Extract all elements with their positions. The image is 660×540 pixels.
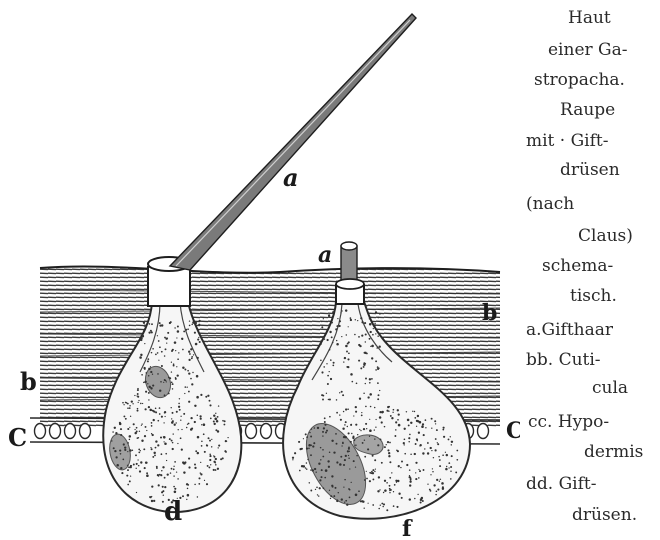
caption-line: dermis: [584, 442, 643, 462]
caption-line: stropacha.: [534, 70, 625, 90]
caption-line: bb. Cuti-: [526, 350, 601, 370]
caption-line: (nach: [526, 194, 574, 214]
caption-line: mit · Gift-: [526, 131, 609, 151]
caption-line: cula: [592, 378, 628, 398]
caption-line: Haut: [568, 8, 611, 28]
label-c-right: C: [506, 418, 520, 444]
skin-diagram: a a b b C C d f: [0, 0, 520, 536]
label-d-left: d: [164, 497, 182, 527]
caption-line: einer Ga-: [548, 40, 628, 60]
label-b-left: b: [20, 367, 37, 396]
caption-line: dd. Gift-: [526, 474, 596, 494]
poison-hair-long: [170, 14, 416, 270]
caption-line: drüsen.: [572, 505, 637, 525]
caption-line: tisch.: [570, 286, 617, 306]
label-a-hair: a: [283, 163, 299, 192]
label-b-right: b: [482, 300, 497, 326]
caption-line: a.Gifthaar: [526, 320, 613, 340]
diagram-svg: a a b b C C d f: [0, 0, 520, 536]
label-a-short: a: [318, 242, 332, 268]
figure-caption: Haut einer Ga- stropacha. Raupe mit · Gi…: [520, 0, 660, 536]
caption-line: Raupe: [560, 100, 615, 120]
caption-line: drüsen: [560, 160, 620, 180]
caption-line: Claus): [578, 226, 633, 246]
caption-line: schema-: [542, 256, 613, 276]
caption-line: cc. Hypo-: [528, 412, 609, 432]
label-c-left: C: [8, 423, 27, 452]
label-d-right: f: [402, 516, 413, 536]
